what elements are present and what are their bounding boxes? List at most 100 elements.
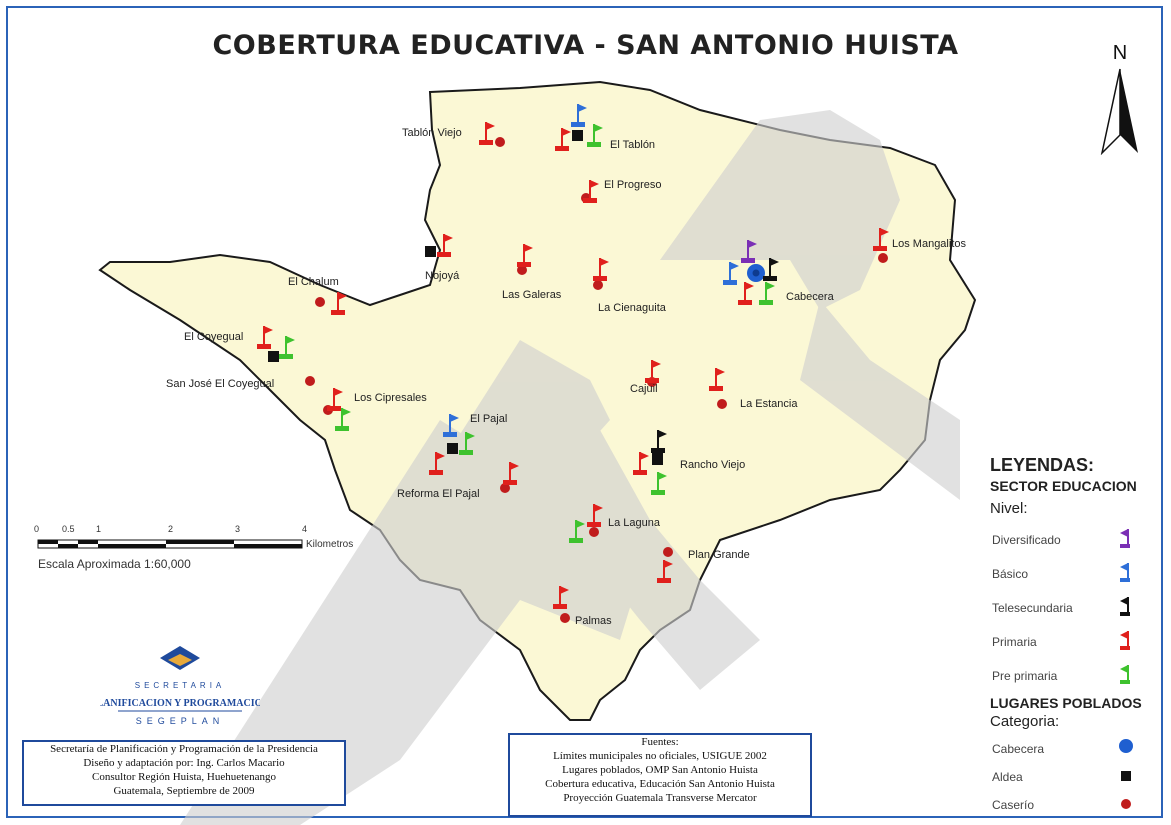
sources-line: Cobertura educativa, Educación San Anton… <box>545 778 775 790</box>
label-nojoya: Nojoyá <box>425 270 460 282</box>
north-arrow: N <box>1098 42 1142 160</box>
legend-sector: SECTOR EDUCACION <box>990 478 1137 494</box>
primaria-flag-icon <box>503 462 519 485</box>
legend-item-label: Primaria <box>992 635 1037 649</box>
scale-tick: 1 <box>96 524 101 534</box>
label-los-cipresales: Los Cipresales <box>354 392 427 404</box>
sources-line: Límites municipales no oficiales, USIGUE… <box>553 750 767 762</box>
label-el-chalum: El Chalum <box>288 276 339 288</box>
legend-item-caserio: Caserío <box>990 790 1165 818</box>
sources-line: Lugares poblados, OMP San Antonio Huista <box>562 764 758 776</box>
scale-tick: 2 <box>168 524 173 534</box>
credits-line: Consultor Región Huista, Huehuetenango <box>92 771 276 783</box>
legend: LEYENDAS: SECTOR EDUCACION Nivel: Divers… <box>990 455 1165 818</box>
legend-nivel-label: Nivel: <box>990 500 1028 517</box>
legend-lugares-title: LUGARES POBLADOS <box>990 695 1142 711</box>
legend-item-label: Telesecundaria <box>992 601 1073 615</box>
label-los-mangalitos: Los Mangalitos <box>892 238 966 250</box>
scale-text: Escala Aproximada 1:60,000 <box>38 557 191 571</box>
caserio-markers <box>305 137 888 623</box>
scale-tick: 3 <box>235 524 240 534</box>
red-flag-icon <box>1120 631 1130 650</box>
north-arrow-icon <box>1100 68 1138 156</box>
label-la-laguna: La Laguna <box>608 517 661 529</box>
legend-item-label: Básico <box>992 567 1029 581</box>
legend-item-aldea: Aldea <box>990 762 1165 790</box>
label-tablon-viejo: Tablón Viejo <box>402 127 462 139</box>
diversificado-flag-icon <box>741 240 757 263</box>
primaria-flag-icon <box>553 586 569 609</box>
green-flag-icon <box>1120 665 1130 684</box>
legend-item-label: Caserío <box>992 798 1035 812</box>
label-el-tablon: El Tablón <box>610 139 655 151</box>
basico-flag-icon <box>723 262 739 285</box>
place-labels: Tablón Viejo El Tablón El Progreso Nojoy… <box>166 127 966 627</box>
label-cajuil: Cajuil <box>630 383 658 395</box>
scale-tick: 0.5 <box>62 524 75 534</box>
legend-item-label: Cabecera <box>992 742 1045 756</box>
primaria-flag-icon <box>583 180 599 203</box>
label-el-coyegual: El Coyegual <box>184 331 243 343</box>
primaria-flag-icon <box>327 388 343 411</box>
preprimaria-flag-icon <box>587 124 603 147</box>
sources-line: Fuentes: <box>641 736 679 748</box>
primaria-flag-icon <box>587 504 603 527</box>
legend-item-primaria: Primaria <box>990 623 1165 657</box>
label-las-galeras: Las Galeras <box>502 289 562 301</box>
label-reforma: Reforma El Pajal <box>397 488 480 500</box>
legend-item-preprimaria: Pre primaria <box>990 657 1165 691</box>
legend-categoria-label: Categoria: <box>990 713 1060 730</box>
legend-item-diversificado: Diversificado <box>990 521 1165 555</box>
preprimaria-flag-icon <box>759 282 775 305</box>
legend-item-label: Aldea <box>992 770 1023 784</box>
legend-title: LEYENDAS: <box>990 455 1095 475</box>
primaria-flag-icon <box>633 452 649 475</box>
school-flags <box>257 104 889 609</box>
scale-bar: 0 0.5 1 2 3 4 Kilometros Escala Aproxima… <box>30 522 370 577</box>
legend-item-telesecundaria: Telesecundaria <box>990 589 1165 623</box>
preprimaria-flag-icon <box>569 520 585 543</box>
primaria-flag-icon <box>331 292 347 315</box>
map-title: COBERTURA EDUCATIVA - SAN ANTONIO HUISTA <box>212 30 959 61</box>
telesecundaria-flag-icon <box>651 430 667 453</box>
label-el-pajal: El Pajal <box>470 413 507 425</box>
segeplan-logo: SECRETARIA PLANIFICACION Y PROGRAMACION … <box>90 640 270 735</box>
credits-line: Diseño y adaptación por: Ing. Carlos Mac… <box>83 757 285 769</box>
legend-item-label: Pre primaria <box>992 669 1058 683</box>
basico-flag-icon <box>571 104 587 127</box>
primaria-flag-icon <box>555 128 571 151</box>
cabecera-marker <box>747 264 765 282</box>
label-rancho-viejo: Rancho Viejo <box>680 459 745 471</box>
basico-flag-icon <box>443 414 459 437</box>
credits-line: Secretaría de Planificación y Programaci… <box>50 743 318 755</box>
scale-tick: 0 <box>34 524 39 534</box>
label-cabecera: Cabecera <box>786 291 835 303</box>
sources-box: Fuentes: Límites municipales no oficiale… <box>508 733 812 817</box>
credits-box: Secretaría de Planificación y Programaci… <box>22 740 346 806</box>
label-el-progreso: El Progreso <box>604 179 661 191</box>
legend-item-label: Diversificado <box>992 533 1061 547</box>
preprimaria-flag-icon <box>279 336 295 359</box>
logo-line3: SEGEPLAN <box>136 716 225 726</box>
red-dot-icon <box>1121 799 1131 809</box>
scale-tick: 4 <box>302 524 307 534</box>
label-la-cienaguita: La Cienaguita <box>598 302 667 314</box>
primaria-flag-icon <box>657 560 673 583</box>
primaria-flag-icon <box>429 452 445 475</box>
legend-item-cabecera: Cabecera <box>990 734 1165 762</box>
purple-flag-icon <box>1120 529 1130 548</box>
scale-unit: Kilometros <box>306 539 353 550</box>
credits-line: Guatemala, Septiembre de 2009 <box>113 785 255 797</box>
primaria-flag-icon <box>593 258 609 281</box>
black-flag-icon <box>1120 597 1130 616</box>
primaria-flag-icon <box>709 368 725 391</box>
primaria-flag-icon <box>517 244 533 267</box>
preprimaria-flag-icon <box>459 432 475 455</box>
primaria-flag-icon <box>645 360 661 383</box>
label-plan-grande: Plan Grande <box>688 549 750 561</box>
telesecundaria-flag-icon <box>763 258 779 281</box>
north-label: N <box>1112 42 1128 64</box>
blue-flag-icon <box>1120 563 1130 582</box>
preprimaria-flag-icon <box>335 408 351 431</box>
